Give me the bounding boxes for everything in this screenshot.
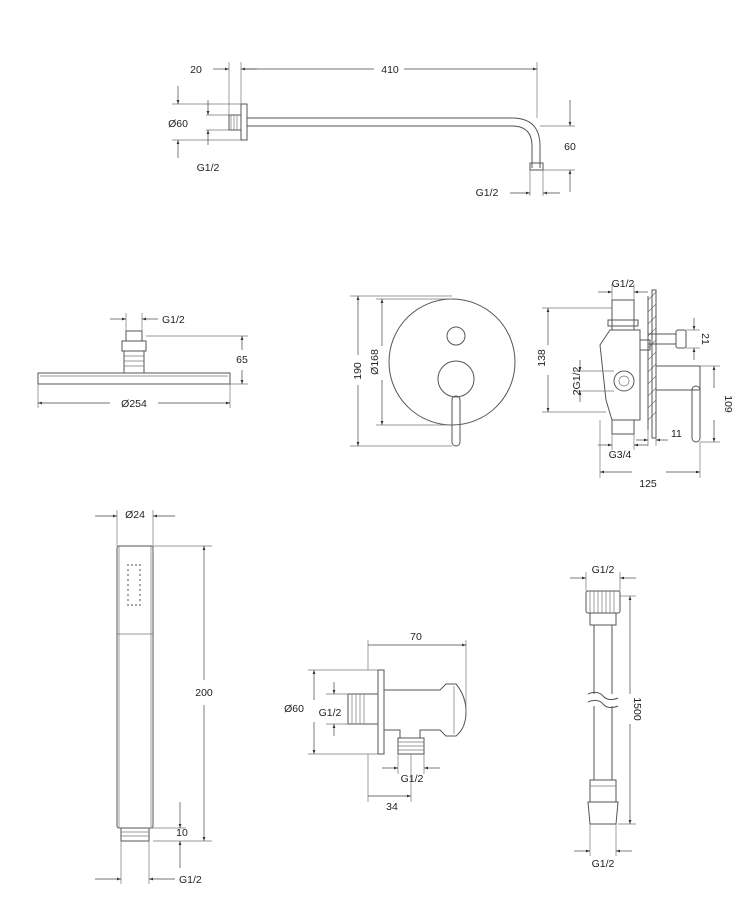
elbow-inlet-thread xyxy=(347,693,379,725)
mixer-front-drawing: 190 Ø168 xyxy=(350,295,516,447)
spray-nozzles xyxy=(127,564,141,606)
hand-dim-200: 200 xyxy=(195,687,213,699)
head-dim-65: 65 xyxy=(236,354,248,366)
hand-dim-diameter: Ø24 xyxy=(125,509,145,521)
handle-body xyxy=(655,365,701,391)
hand-dim-10: 10 xyxy=(176,827,188,839)
side-dim-11: 11 xyxy=(671,428,682,440)
shower-arm-drawing: 20 410 Ø60 G1/2 60 G1/2 xyxy=(168,62,576,199)
hose-drawing: G1/2 1500 G1/2 xyxy=(570,564,643,870)
rain-head-drawing: G1/2 65 Ø254 xyxy=(37,313,248,410)
side-thread-bottom: G3/4 xyxy=(609,449,632,461)
arm-outlet-thread xyxy=(529,162,544,171)
head-dim-diameter: Ø254 xyxy=(121,398,147,410)
arm-dim-60: 60 xyxy=(564,141,576,153)
arm-wall-plate xyxy=(240,103,248,141)
mixer-handle-hub xyxy=(437,360,475,398)
hand-shower-body xyxy=(116,545,154,829)
elbow-wall-plate xyxy=(377,669,385,755)
elbow-dim-diameter: Ø60 xyxy=(284,703,304,715)
handle-lever-side xyxy=(691,385,701,443)
hose-dim-1500: 1500 xyxy=(631,697,643,721)
hand-shower-thread xyxy=(120,827,150,842)
hose-top-nut xyxy=(585,590,621,614)
valve-side-port xyxy=(613,370,635,392)
arm-dim-20: 20 xyxy=(190,64,202,76)
elbow-thread-out: G1/2 xyxy=(401,773,424,785)
side-dim-125: 125 xyxy=(639,478,657,490)
hose-lower xyxy=(593,706,613,780)
side-thread-port: 2G1/2 xyxy=(571,367,583,396)
mixer-dim-190: 190 xyxy=(352,362,364,380)
hose-thread-top: G1/2 xyxy=(592,564,615,576)
arm-dim-410: 410 xyxy=(381,64,399,76)
head-top-nut xyxy=(125,330,143,342)
hose-thread-bottom: G1/2 xyxy=(592,858,615,870)
valve-body xyxy=(599,329,641,421)
hand-shower-drawing: Ø24 200 10 G1/2 xyxy=(95,509,213,886)
hand-thread: G1/2 xyxy=(179,874,202,886)
side-dim-21: 21 xyxy=(699,333,711,345)
arm-tube-top xyxy=(247,117,541,168)
side-dim-138: 138 xyxy=(536,349,548,367)
arm-tube-bottom xyxy=(247,125,533,168)
elbow-dim-34: 34 xyxy=(386,801,398,813)
elbow-dim-70: 70 xyxy=(410,631,422,643)
arm-thread-wall: G1/2 xyxy=(197,162,220,174)
hose-break-top xyxy=(587,691,619,701)
valve-bottom-inlet xyxy=(611,419,635,435)
arm-thread-outlet: G1/2 xyxy=(476,187,499,199)
hose-bottom-cone xyxy=(587,801,619,825)
valve-top-outlet xyxy=(611,299,635,331)
mixer-lever xyxy=(451,395,461,447)
mixer-side-drawing: G1/2 21 138 2G1/2 109 11 G xyxy=(536,278,734,490)
elbow-thread-in: G1/2 xyxy=(319,707,342,719)
side-cover-plate xyxy=(651,289,657,439)
arm-dim-diameter: Ø60 xyxy=(168,118,188,130)
hose-upper xyxy=(593,625,613,694)
mixer-dim-168: Ø168 xyxy=(369,349,381,375)
wall-elbow-drawing: 70 Ø60 G1/2 G1/2 34 xyxy=(284,631,467,813)
side-dim-109: 109 xyxy=(722,395,734,413)
arm-thread-nut xyxy=(228,114,242,131)
elbow-body xyxy=(384,683,467,739)
hose-break-bottom xyxy=(587,699,619,709)
side-thread-top: G1/2 xyxy=(612,278,635,290)
head-thread: G1/2 xyxy=(162,314,185,326)
diverter-knob xyxy=(446,326,466,346)
head-plate xyxy=(37,372,231,385)
